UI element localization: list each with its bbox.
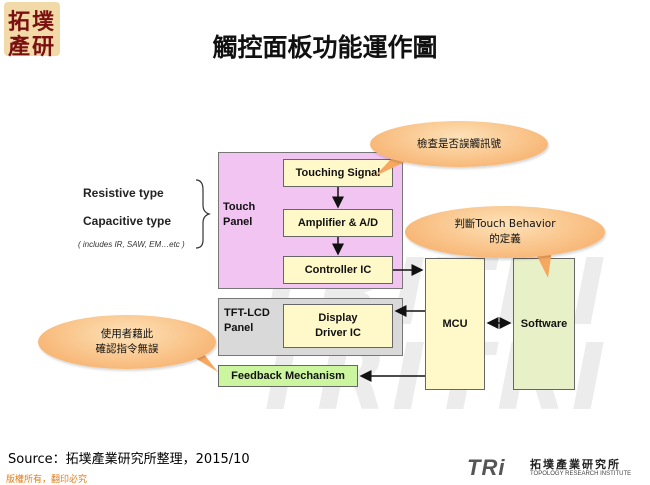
judge-line-1: 判斷Touch Behavior — [454, 218, 556, 230]
mcu-box: MCU — [425, 258, 485, 390]
capacitive-type-label: Capacitive type — [83, 214, 172, 228]
touch-panel-label-line-1: Touch — [223, 201, 256, 213]
tft-panel-label: TFT-LCD Panel — [224, 306, 270, 336]
check-bubble-tail — [375, 158, 405, 176]
brand-logo: 拓墣 產研 — [4, 2, 60, 60]
page-title: 觸控面板功能運作圖 — [212, 33, 438, 62]
check-signal-bubble: 檢查是否誤觸訊號 — [370, 121, 548, 167]
judge-bubble-tail — [535, 250, 552, 278]
type-note: ( includes IR, SAW, EM…etc ) — [78, 240, 185, 249]
controller-ic-box: Controller IC — [283, 256, 393, 284]
footer-org-en: TOPOLOGY RESEARCH INSTITUTE — [530, 471, 632, 477]
type-brace — [195, 179, 211, 249]
logo-line-2: 產研 — [7, 34, 56, 60]
feedback-mechanism-box: Feedback Mechanism — [218, 365, 358, 387]
resistive-type-label: Resistive type — [83, 186, 164, 200]
logo-line-1: 拓墣 — [7, 9, 56, 35]
footer-org-name: 拓墣產業研究所 — [530, 458, 621, 471]
driver-line-1: Display — [318, 312, 358, 324]
software-box: Software — [513, 258, 575, 390]
user-confirm-bubble: 使用者藉此 確認指令無誤 — [38, 315, 216, 369]
display-driver-ic-box: Display Driver IC — [283, 304, 393, 348]
copyright-note: 版權所有，翻印必究 — [6, 475, 88, 485]
touching-signal-box: Touching Signal — [283, 159, 393, 187]
tft-panel-label-line-2: Panel — [224, 322, 254, 334]
amplifier-box: Amplifier & A/D — [283, 209, 393, 237]
driver-line-2: Driver IC — [315, 327, 361, 339]
judge-line-2: 的定義 — [489, 233, 521, 245]
touch-panel-label: Touch Panel — [223, 200, 255, 230]
source-note: Source：拓墣產業研究所整理，2015/10 — [8, 452, 250, 467]
touch-panel-label-line-2: Panel — [223, 216, 253, 228]
footer-logo: TRi — [467, 455, 506, 480]
user-line-1: 使用者藉此 — [100, 328, 154, 340]
judge-behavior-bubble: 判斷Touch Behavior 的定義 — [405, 206, 605, 258]
tft-panel-label-line-1: TFT-LCD — [224, 307, 270, 319]
user-line-2: 確認指令無誤 — [95, 343, 159, 355]
